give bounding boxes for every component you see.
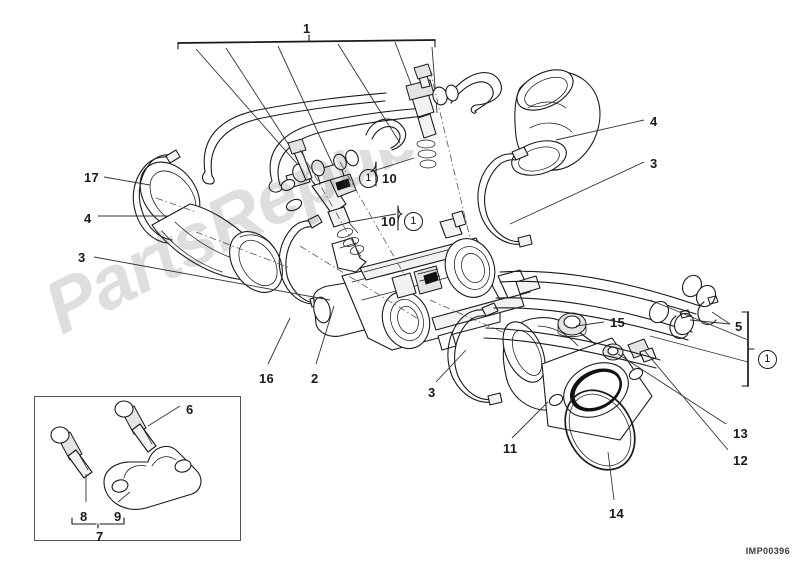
callout-left-17: 17 — [84, 170, 100, 185]
throttle-cable-bracket-detail — [34, 396, 241, 541]
injector-parts-column-right — [405, 63, 459, 169]
callout-throttle-2: 2 — [311, 371, 319, 386]
group-1-span-bracket — [177, 34, 436, 50]
inset-bolt-8 — [50, 426, 93, 479]
callout-clamp-5: 5 — [735, 319, 743, 334]
callout-left-4: 4 — [84, 211, 92, 226]
callout-inset-6: 6 — [186, 402, 194, 417]
inset-bolt-6 — [114, 400, 157, 453]
callout-oring-14: 14 — [609, 506, 625, 521]
callout-center-1-a: 1 — [359, 169, 378, 188]
callout-center-1-b: 1 — [404, 212, 423, 231]
callout-inset-7: 7 — [96, 529, 104, 544]
callout-right-3: 3 — [650, 156, 658, 171]
callout-inset-8: 8 — [80, 509, 88, 524]
clamp-left-lower — [278, 214, 323, 308]
injector-parts-column — [280, 138, 365, 255]
callout-manifold-11: 11 — [503, 441, 518, 456]
group-1-leader-lines — [195, 41, 438, 234]
callout-brace-10b — [397, 205, 403, 231]
callout-bushing-15: 15 — [610, 315, 626, 330]
callout-screw-12: 12 — [733, 453, 749, 468]
callout-center-10-b: 10 — [381, 214, 397, 229]
clamp-mid-lower — [447, 302, 503, 406]
callout-right-4: 4 — [650, 114, 658, 129]
callout-left-3: 3 — [78, 250, 86, 265]
intake-sleeve-right-top — [511, 69, 601, 176]
callout-group-1-right: 1 — [758, 350, 777, 369]
manifold-o-ring — [564, 389, 636, 471]
breather-hose-upper — [201, 92, 387, 185]
inset-bracket-drawing — [50, 400, 202, 529]
group-1-right-bracket — [741, 311, 755, 387]
callout-clamp-3-mid: 3 — [428, 385, 436, 400]
long-hoses-right — [483, 270, 717, 369]
callout-top-bracket-1: 1 — [303, 21, 311, 36]
intake-sleeve-left-lower — [229, 231, 283, 293]
callout-bolt-16: 16 — [259, 371, 275, 386]
callout-inset-9: 9 — [114, 509, 122, 524]
breather-hose-right-loop — [447, 72, 502, 114]
clamp-right-top — [477, 146, 533, 248]
callout-leaders — [93, 119, 749, 501]
throttle-body-assembly — [313, 210, 541, 351]
callout-washer-13: 13 — [733, 426, 749, 441]
callout-center-10-a: 10 — [382, 171, 398, 186]
diagram-code: IMP00396 — [745, 546, 790, 556]
breather-hose-mid-loop — [365, 118, 407, 151]
